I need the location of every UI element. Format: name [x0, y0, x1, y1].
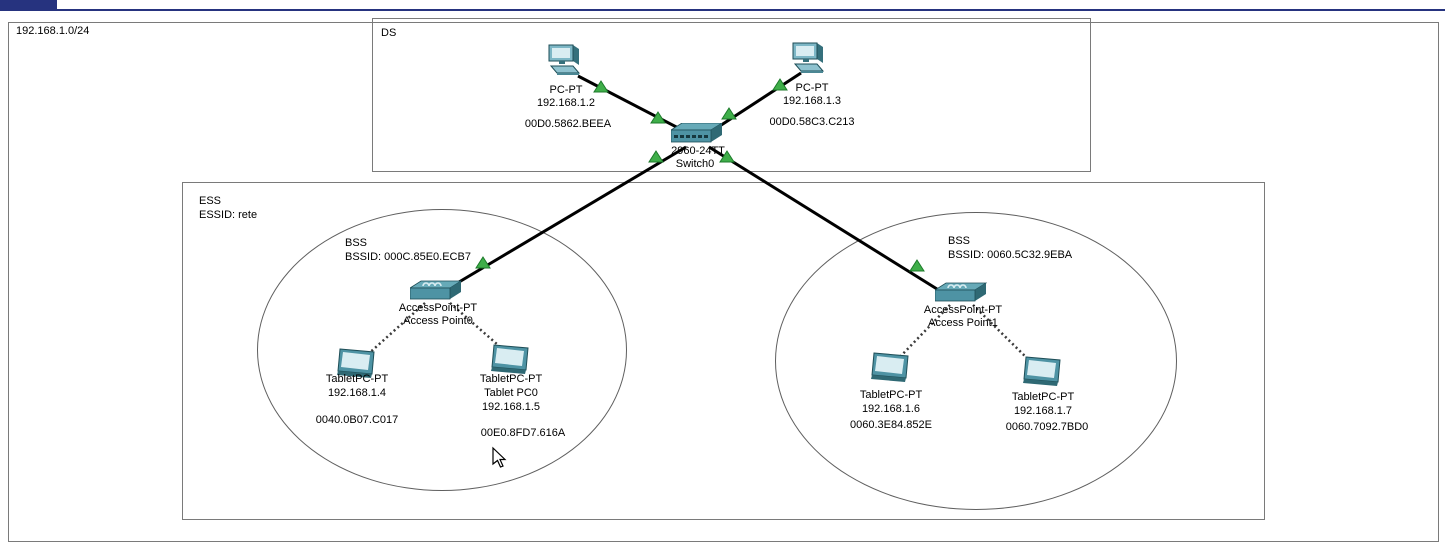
bss0-bssid-label: BSSID: 000C.85E0.ECB7	[345, 251, 471, 263]
bss1-label: BSS	[948, 235, 971, 247]
pc-icon	[548, 44, 580, 76]
ess-box	[182, 182, 1265, 520]
access-point-icon	[935, 282, 987, 302]
pc0-type-label: PC-PT	[549, 84, 583, 96]
link-status-arrow-icon	[909, 259, 925, 272]
tablet1-name-label: Tablet PC0	[484, 387, 538, 399]
tablet3-type-label: TabletPC-PT	[1011, 391, 1075, 403]
link-status-arrow-icon	[650, 111, 666, 124]
ap0-type-label: AccessPoint-PT	[398, 302, 478, 314]
bss0-label: BSS	[345, 237, 368, 249]
device-tablet1[interactable]	[486, 344, 536, 376]
link-status-arrow-icon	[648, 150, 664, 163]
pc0-ip-label: 192.168.1.2	[536, 97, 596, 109]
tablet1-ip-label: 192.168.1.5	[481, 401, 541, 413]
tablet0-type-label: TabletPC-PT	[325, 373, 389, 385]
link-switch0-ap1[interactable]	[708, 145, 938, 291]
wireless-link-ap0-tablet0[interactable]	[365, 302, 426, 357]
pc1-type-label: PC-PT	[795, 82, 829, 94]
tablet0-ip-label: 192.168.1.4	[327, 387, 387, 399]
pc1-ip-label: 192.168.1.3	[782, 95, 842, 107]
device-tablet3[interactable]	[1018, 356, 1068, 388]
device-switch0[interactable]	[671, 123, 723, 145]
tablet1-type-label: TabletPC-PT	[479, 373, 543, 385]
ap1-type-label: AccessPoint-PT	[923, 304, 1003, 316]
device-access-point1[interactable]	[935, 280, 987, 304]
switch0-name-label: Switch0	[675, 158, 715, 170]
switch0-model-label: 2960-24TT	[671, 145, 725, 157]
link-status-arrow-icon	[475, 256, 491, 269]
window-edge-line	[0, 9, 1445, 11]
subnet-label: 192.168.1.0/24	[16, 25, 90, 37]
tablet0-mac-label: 0040.0B07.C017	[315, 414, 399, 426]
link-pc1-switch0[interactable]	[708, 71, 802, 135]
device-tablet2[interactable]	[866, 352, 916, 384]
device-pc0[interactable]	[546, 44, 586, 80]
ap1-name-label: Access Point1	[928, 317, 998, 329]
device-access-point0[interactable]	[410, 278, 462, 302]
ds-box	[372, 18, 1091, 172]
subnet-box	[8, 22, 1439, 542]
essid-label: ESSID: rete	[199, 209, 258, 221]
pc1-mac-label: 00D0.58C3.C213	[769, 116, 855, 128]
link-pc0-switch0[interactable]	[577, 74, 689, 135]
pc0-mac-label: 00D0.5862.BEEA	[524, 118, 612, 130]
device-pc1[interactable]	[790, 42, 830, 78]
tablet3-ip-label: 192.168.1.7	[1013, 405, 1073, 417]
tablet1-mac-label: 00E0.8FD7.616A	[480, 427, 566, 439]
ess-label: ESS	[199, 195, 222, 207]
tablet2-ip-label: 192.168.1.6	[861, 403, 921, 415]
window-edge-corner	[0, 0, 57, 10]
tablet-icon	[870, 352, 909, 383]
mouse-cursor-icon	[492, 446, 507, 468]
link-status-arrow-icon	[593, 80, 609, 93]
bss1-ellipse	[775, 212, 1177, 510]
link-status-arrow-icon	[721, 107, 737, 120]
bss1-bssid-label: BSSID: 0060.5C32.9EBA	[948, 249, 1073, 261]
tablet3-mac-label: 0060.7092.7BD0	[1005, 421, 1089, 433]
link-status-arrow-icon	[719, 150, 735, 163]
switch-icon	[671, 123, 723, 143]
pc-icon	[792, 42, 824, 74]
tablet2-type-label: TabletPC-PT	[859, 389, 923, 401]
bss0-ellipse	[257, 209, 627, 491]
tablet-icon	[1022, 356, 1061, 387]
tablet-icon	[490, 344, 529, 375]
ds-label: DS	[381, 27, 397, 39]
wireless-link-ap1-tablet3[interactable]	[972, 304, 1032, 363]
tablet2-mac-label: 0060.3E84.852E	[850, 419, 932, 431]
link-status-arrow-icon	[772, 78, 788, 91]
link-switch0-ap0[interactable]	[448, 145, 687, 290]
ap0-name-label: Access Point0	[403, 315, 473, 327]
access-point-icon	[410, 280, 462, 300]
